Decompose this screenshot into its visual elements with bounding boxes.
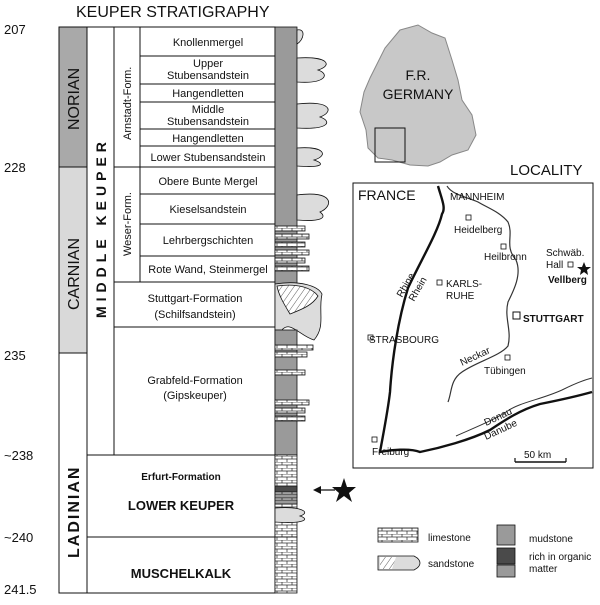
unit-lower-keuper: LOWER KEUPER [128,498,235,513]
germany-map: F.R. GERMANY [359,24,477,167]
legend-limestone-swatch [377,527,419,543]
lithology-column [274,26,329,594]
unit-upper-stubensandstein: Upper [193,58,223,70]
age-label: 228 [4,160,26,175]
unit-stuttgart-formation: Stuttgart-Formation [148,293,243,305]
river-rhine [446,185,519,403]
legend-organic-label: rich in organic [529,552,591,563]
unit-kieselsandstein: Kieselsandstein [169,204,246,216]
vellberg-star-icon [577,262,591,275]
carnian-box [58,166,88,354]
place-mannheim: MANNHEIM [450,192,504,203]
legend-mudstone-swatch [496,524,516,546]
unit-lehrbergschichten: Lehrbergschichten [163,235,254,247]
arnstadt-formation-label: Arnstadt-Form. [122,67,134,140]
locality-title: LOCALITY [510,162,583,179]
unit-rote-wand: Rote Wand, Steinmergel [148,264,267,276]
figure-title: KEUPER STRATIGRAPHY [76,4,270,21]
sample-marker [313,478,356,502]
unit-lower-stubensandstein: Lower Stubensandstein [151,152,266,164]
country-border [378,185,593,454]
place-heidelberg: Heidelberg [454,225,502,236]
place-vellberg: Vellberg [548,275,587,286]
scale-bar-label: 50 km [524,450,551,461]
place-karlsruhe: KARLS- [446,279,482,290]
age-label: 235 [4,348,26,363]
place-tubingen: Tübingen [484,366,526,377]
unit-hangendletten: Hangendletten [172,88,244,100]
unit-hangendletten: Hangendletten [172,133,244,145]
germany-label: F.R. [406,67,431,83]
legend-mudstone-label: mudstone [529,534,573,545]
stage-column: NORIAN CARNIAN LADINIAN [58,26,88,594]
place-schwab-hall: Schwäb. [546,248,584,259]
place-stuttgart: STUTTGART [523,314,584,325]
norian-box [58,26,88,168]
weser-formation-label: Weser-Form. [122,192,134,256]
unit-grabfeld-formation: (Gipskeuper) [163,390,227,402]
unit-knollenmergel: Knollenmergel [173,37,243,49]
stage-norian: NORIAN [66,68,83,130]
age-label: ~240 [4,530,33,545]
locality-map: LOCALITY FRANCE MANNHEIM Heidelberg Heil… [352,162,594,469]
germany-label: GERMANY [383,86,454,102]
unit-erfurt-formation: Erfurt-Formation [141,472,220,483]
unit-middle-stubensandstein: Middle [192,104,224,116]
legend-organic-swatch [496,547,516,565]
unit-rows [87,55,275,538]
locality-inset-box [374,127,406,163]
unit-grabfeld-formation: Grabfeld-Formation [147,375,242,387]
star-icon [332,478,356,502]
stage-ladinian: LADINIAN [66,466,83,558]
locality-frame [352,182,594,469]
legend-sandstone-label: sandstone [428,559,475,570]
unit-obere-bunte-mergel: Obere Bunte Mergel [158,176,257,188]
unit-stuttgart-formation: (Schilfsandstein) [154,309,235,321]
unit-middle-stubensandstein: Stubensandstein [167,116,249,128]
legend-limestone-label: limestone [428,533,471,544]
germany-outline [359,24,477,167]
river-danube [455,377,593,437]
country-label: FRANCE [358,187,416,203]
legend: limestone sandstone mudstone rich in org… [377,524,591,578]
place-strasbourg: STRASBOURG [369,335,439,346]
middle-keuper-label: MIDDLE KEUPER [93,137,109,318]
ladinian-box [58,352,88,594]
place-freiburg: Freiburg [372,447,409,458]
place-schwab-hall: Hall [546,260,563,271]
age-label: 241.5 [4,582,37,597]
unit-labels: Knollenmergel Upper Stubensandstein Hang… [128,37,268,581]
unit-upper-stubensandstein: Stubensandstein [167,70,249,82]
age-label: 207 [4,22,26,37]
unit-muschelkalk: MUSCHELKALK [131,566,232,581]
age-label: ~238 [4,448,33,463]
place-karlsruhe: RUHE [446,291,475,302]
legend-organic-label: matter [529,564,558,575]
stage-carnian: CARNIAN [66,238,83,310]
place-heilbronn: Heilbronn [484,252,527,263]
